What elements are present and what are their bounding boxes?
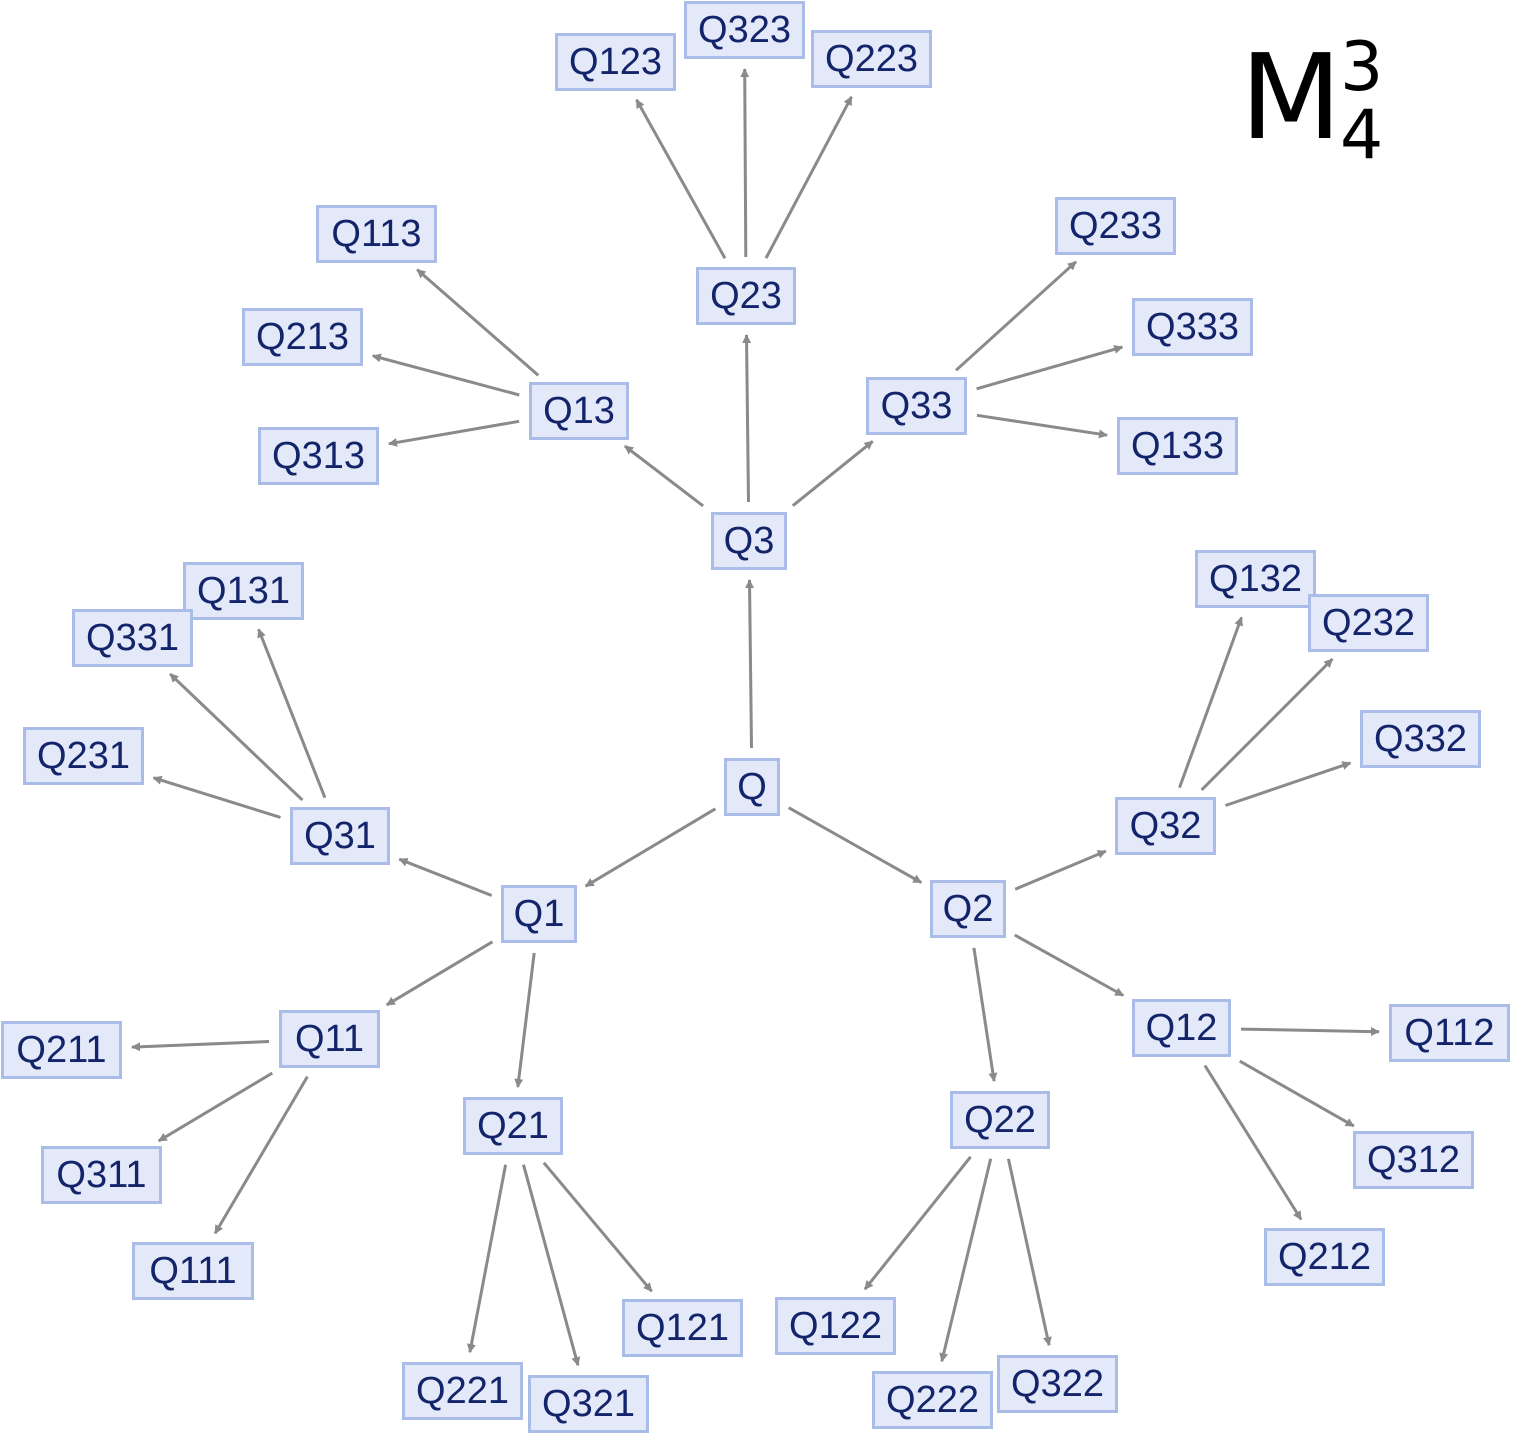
edge-q1-q11 [385,940,494,1007]
edge-q31-q231 [152,775,281,819]
edge-q33-q333 [976,345,1124,391]
title-superscript: 3 [1340,28,1384,107]
node-q31: Q31 [290,807,390,865]
edge-q3-q33 [791,440,874,507]
node-q2: Q2 [930,880,1006,938]
node-q123: Q123 [555,33,676,91]
node-q23: Q23 [696,267,796,325]
node-q213: Q213 [242,308,363,366]
node-q132: Q132 [1195,550,1316,608]
node-q311: Q311 [41,1146,162,1204]
edge-q12-q212 [1203,1064,1303,1221]
node-q323: Q323 [684,1,805,59]
edge-q13-q213 [371,353,520,397]
edge-q21-q221 [466,1164,508,1354]
edge-q-q3 [745,579,755,749]
node-q: Q [724,758,780,816]
edge-q21-q321 [522,1164,581,1367]
edge-q21-q121 [542,1161,653,1293]
edge-q13-q313 [388,419,520,447]
edge-q32-q132 [1178,616,1243,789]
node-q312: Q312 [1353,1131,1474,1189]
node-q133: Q133 [1117,417,1238,475]
node-q122: Q122 [775,1297,896,1355]
node-q232: Q232 [1308,594,1429,652]
edge-q22-q122 [863,1155,972,1291]
node-q223: Q223 [811,30,932,88]
node-q111: Q111 [132,1242,254,1300]
edge-q32-q232 [1200,658,1334,791]
edge-q22-q322 [1006,1158,1052,1347]
edge-q22-q222 [939,1158,993,1363]
edge-q2-q32 [1014,849,1107,891]
edge-q1-q31 [398,857,493,897]
node-q1: Q1 [501,885,577,943]
node-q12: Q12 [1132,999,1231,1057]
node-q231: Q231 [23,727,144,785]
edge-q12-q312 [1238,1059,1355,1128]
edge-q11-q211 [131,1040,270,1052]
node-q112: Q112 [1389,1004,1510,1062]
node-q212: Q212 [1264,1228,1385,1286]
edge-q31-q131 [257,628,327,799]
edge-q33-q133 [976,413,1108,439]
node-q22: Q22 [950,1091,1050,1149]
edge-q12-q112 [1240,1027,1380,1037]
diagram-title: M 3 4 [1240,34,1383,170]
node-q113: Q113 [316,205,437,263]
edge-q3-q13 [623,444,705,508]
edge-q23-q323 [740,68,750,258]
node-q321: Q321 [528,1375,649,1433]
edge-q-q1 [584,807,717,888]
node-q33: Q33 [866,377,967,435]
node-q21: Q21 [463,1097,563,1155]
node-q211: Q211 [1,1021,122,1079]
node-q11: Q11 [279,1010,380,1068]
edge-q-q2 [787,806,923,884]
node-q332: Q332 [1360,710,1481,768]
node-q313: Q313 [258,427,379,485]
edge-q13-q113 [416,268,540,377]
edge-q31-q331 [169,672,304,802]
node-q121: Q121 [622,1299,743,1357]
node-q222: Q222 [872,1371,993,1429]
edge-q32-q332 [1225,761,1352,807]
title-base: M [1240,28,1342,166]
edge-q23-q123 [635,98,727,260]
edge-q1-q21 [514,952,536,1088]
node-q3: Q3 [711,512,787,570]
node-q221: Q221 [402,1362,523,1420]
node-q233: Q233 [1055,197,1176,255]
node-q131: Q131 [183,562,304,620]
edge-q11-q311 [157,1071,274,1143]
edge-q2-q12 [1013,933,1125,997]
node-q13: Q13 [529,382,629,440]
edge-q23-q223 [764,96,853,259]
edge-q11-q111 [213,1075,309,1235]
node-q331: Q331 [72,609,193,667]
edge-q33-q233 [954,260,1078,372]
edge-q2-q22 [972,947,998,1082]
node-q333: Q333 [1132,298,1253,356]
node-q32: Q32 [1115,797,1216,855]
title-subscript: 4 [1340,96,1384,175]
edge-q3-q23 [742,334,752,503]
node-q322: Q322 [997,1355,1118,1413]
